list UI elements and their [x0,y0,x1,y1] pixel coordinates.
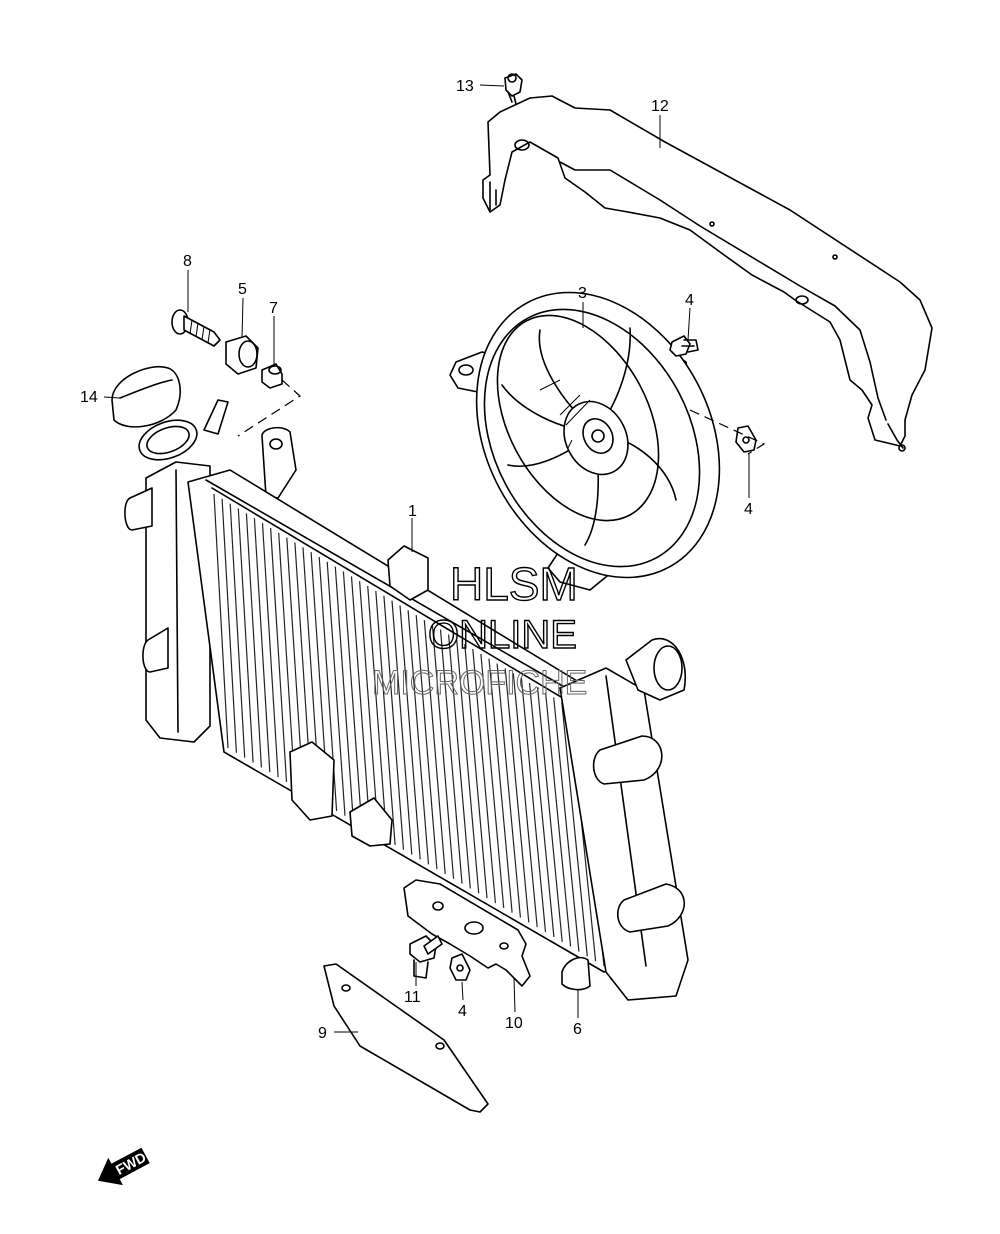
callout-3: 4 [685,292,694,309]
radiator-fin-line [448,634,471,889]
radiator-fin-line [367,585,388,841]
leader-lines [103,84,750,1033]
radiator-fin-line [253,518,271,773]
callout-4-upper: 4 [744,501,753,518]
callout-5: 5 [238,281,247,298]
callout-12: 12 [651,98,669,115]
part-14-radiator-cap [111,366,181,428]
radiator-fin-line [270,527,288,782]
radiator-fin-line [229,503,246,758]
watermark: HLSM ONLINE MICROFICHE [372,557,588,702]
watermark-line-2: ONLINE [428,613,577,657]
callout-8: 8 [183,253,192,270]
part-5-grommet [225,335,259,375]
radiator-fin-line [496,663,521,918]
radiator-fin-line [342,571,363,826]
radiator-fin-line [399,605,421,860]
callout-1: 1 [408,503,417,520]
radiator-fin-line [488,658,513,913]
radiator-fin-line [326,561,346,816]
radiator-fin-line [383,595,405,850]
radiator-fin-line [464,644,488,899]
radiator-fin-line [359,581,379,836]
callout-13: 13 [456,78,474,95]
radiator-fin-line [221,498,237,753]
radiator-fin-line [415,615,438,870]
callout-6: 6 [573,1021,582,1038]
radiator-fin-line [278,532,296,787]
part-1-radiator [124,399,689,1001]
radiator-fin-line [407,610,430,865]
radiator-fin-line [504,668,530,923]
radiator-fin-line [545,692,572,947]
radiator-fin-line [553,697,580,952]
radiator-fin-line [334,566,354,821]
callout-14: 14 [80,389,98,406]
callout-10: 10 [505,1015,523,1032]
watermark-line-3: MICROFICHE [372,664,587,702]
fwd-arrow-icon: FWD [97,1147,150,1186]
part-9-plate [323,963,489,1113]
part-4-nut-upper [735,425,757,453]
radiator-fin-line [456,639,480,894]
radiator-fin-line [439,629,463,884]
callout-labels: 13 12 8 5 7 14 3 4 4 1 11 4 10 6 9 [80,78,753,1042]
radiator-fin-line [213,493,229,749]
radiator-fin-line [512,673,538,928]
part-7-collar [261,363,283,389]
assembly-line-fan [689,409,766,455]
radiator-fin-line [480,653,505,908]
radiator-fin-line [537,687,563,942]
radiator-fin-line [350,576,371,831]
radiator-fin-line [423,619,446,875]
radiator-fin-line [391,600,413,855]
radiator-fin-line [237,508,254,763]
radiator-fin-line [472,648,496,904]
callout-11: 11 [404,989,421,1006]
part-8-bolt [171,309,221,347]
callout-7: 7 [269,300,278,317]
part-3-bolt [669,335,699,357]
watermark-line-1: HLSM [450,558,578,610]
part-11-bolt [409,935,443,979]
radiator-fin-line [431,624,455,879]
part-13-clip [504,73,523,105]
callout-2: 3 [578,285,587,302]
assembly-line-grommet [237,379,301,437]
part-6-cap [561,956,591,991]
callout-9: 9 [318,1025,327,1042]
part-12-shroud [482,95,933,452]
radiator-fin-line [528,682,555,937]
fwd-arrow-label: FWD [113,1149,149,1178]
radiator-fin-line [561,702,588,957]
radiator-fin-line [520,678,547,933]
radiator-fin-line [261,523,279,778]
radiator-fin-line [245,513,262,768]
radiator-fin-line [375,590,396,845]
part-2-fan-assembly [449,291,721,591]
callout-4-lower: 4 [458,1003,467,1020]
part-4-nut-lower [449,953,471,981]
